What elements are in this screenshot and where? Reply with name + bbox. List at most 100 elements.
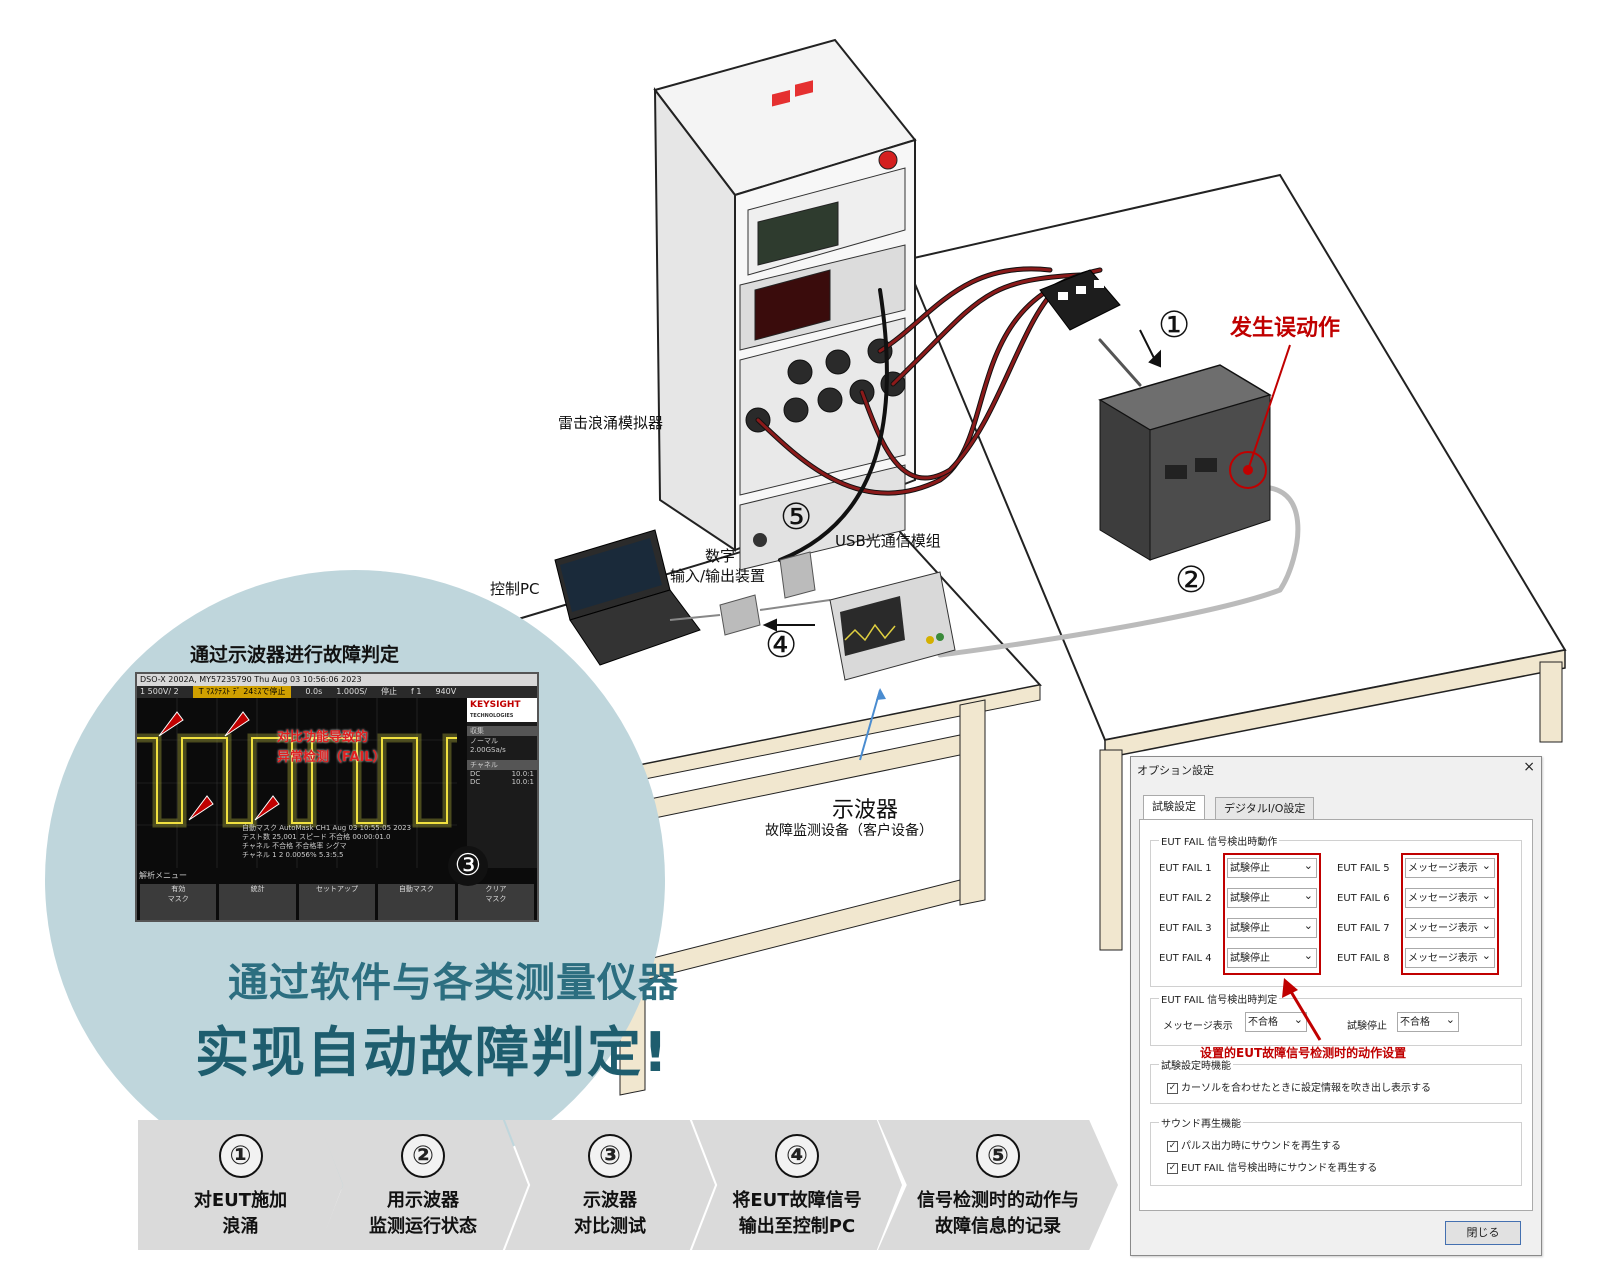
- fail-action-select[interactable]: 試験停止: [1227, 916, 1317, 938]
- scope-topbar-item: 停止: [380, 687, 397, 696]
- step-number: ②: [401, 1134, 445, 1178]
- step-line: 对EUT施加: [193, 1190, 288, 1211]
- fail-action-select[interactable]: 試験停止: [1227, 946, 1317, 968]
- scope-overlay-red-2: 异常检测（FAIL）: [277, 750, 386, 765]
- tab-test-settings[interactable]: 試験設定: [1143, 795, 1205, 821]
- scope-stats: 自動マスク AutoMask CH1 Aug 03 10:55:05 2023 …: [242, 824, 411, 860]
- scope-topbar: 1 500V/ 2 T ﾏｽｸﾃｽﾄ ﾃﾞ 24ﾐｽで停止 0.0s 1.000…: [137, 686, 537, 698]
- step-line: 信号检测时的动作与: [917, 1190, 1079, 1211]
- fail-label: EUT FAIL 3: [1159, 923, 1212, 934]
- fail-action-select[interactable]: メッセージ表示: [1405, 946, 1495, 968]
- fail-action-select[interactable]: メッセージ表示: [1405, 856, 1495, 878]
- close-icon[interactable]: ×: [1523, 759, 1535, 775]
- checkbox-label: パルス出力時にサウンドを再生する: [1181, 1141, 1341, 1152]
- scope-stats-line: 自動マスク AutoMask CH1 Aug 03 10:55:05 2023: [242, 824, 412, 832]
- step-1: ① 对EUT施加浪涌: [138, 1120, 343, 1250]
- step-line: 输出至控制PC: [738, 1216, 856, 1237]
- scope-overlay-red-1: 对比功能导致的: [277, 730, 369, 745]
- group-title: 試験設定時機能: [1159, 1057, 1233, 1072]
- scope-topbar-item: 1 500V/ 2: [140, 687, 179, 696]
- step-line: 示波器: [583, 1190, 637, 1211]
- judge-stop-select[interactable]: 不合格: [1397, 1010, 1459, 1032]
- side-ratio: 10.0:1: [511, 778, 534, 786]
- fail-label: EUT FAIL 4: [1159, 953, 1212, 964]
- softkey[interactable]: 有効 マスク: [140, 884, 217, 920]
- fail-label: EUT FAIL 8: [1337, 953, 1390, 964]
- dio-label-line2: 输入/输出装置: [670, 567, 766, 585]
- side-rate: 2.00GSa/s: [470, 746, 506, 754]
- highlight-box-left: [1223, 853, 1321, 975]
- group-title: EUT FAIL 信号検出時判定: [1159, 991, 1280, 1006]
- close-button[interactable]: 閉じる: [1445, 1221, 1521, 1245]
- side-channel: チャネル: [467, 760, 537, 770]
- step-line: 监测运行状态: [369, 1216, 477, 1237]
- highlight-box-right: [1401, 853, 1499, 975]
- keysight-logo: KEYSIGHT TECHNOLOGIES: [467, 698, 537, 722]
- scope-stats-line: チャネル 1 2 0.0056% 5.3:5.5: [242, 851, 344, 859]
- scope-waveform: [137, 698, 457, 868]
- scope-topbar-item: 1.000S/: [336, 687, 367, 696]
- step-5: ⑤ 信号检测时的动作与故障信息的记录: [878, 1120, 1118, 1250]
- step-line: 故障信息的记录: [935, 1216, 1061, 1237]
- pulse-sound-checkbox[interactable]: ✓パルス出力時にサウンドを再生する: [1167, 1137, 1341, 1152]
- fail-label: EUT FAIL 6: [1337, 893, 1390, 904]
- softkey[interactable]: 自動マスク: [378, 884, 455, 920]
- usb-module-label: USB光通信模组: [835, 532, 941, 550]
- eut-device: [1098, 344, 1291, 561]
- side-dc: DC: [470, 770, 481, 778]
- scope-screen: DSO-X 2002A, MY57235790 Thu Aug 03 10:56…: [135, 672, 539, 922]
- judge-msg-select[interactable]: 不合格: [1245, 1010, 1307, 1032]
- scope-topbar-item: T ﾏｽｸﾃｽﾄ ﾃﾞ 24ﾐｽで停止: [192, 686, 292, 698]
- scope-menu-title: 解析メニュー: [139, 871, 187, 880]
- scope-stats-line: チャネル 不合格 不合格率 シグマ: [242, 842, 347, 850]
- step-text: 对EUT施加浪涌: [138, 1188, 343, 1240]
- step-line: 浪涌: [222, 1216, 259, 1237]
- fail-action-select[interactable]: メッセージ表示: [1405, 916, 1495, 938]
- oscilloscope-device: [829, 571, 956, 761]
- keysight-brand: KEYSIGHT: [470, 700, 521, 710]
- keysight-brand-sub: TECHNOLOGIES: [470, 713, 514, 719]
- step-number: ④: [775, 1134, 819, 1178]
- checkbox-check-icon: ✓: [1167, 1140, 1178, 1152]
- fail-label: EUT FAIL 2: [1159, 893, 1212, 904]
- checkbox-label: カーソルを合わせたときに設定情報を吹き出し表示する: [1181, 1083, 1431, 1094]
- surge-simulator-label: 雷击浪涌模拟器: [558, 414, 664, 432]
- step-3: ③ 示波器对比测试: [505, 1120, 715, 1250]
- step-number: ③: [588, 1134, 632, 1178]
- step-line: 对比测试: [574, 1216, 646, 1237]
- step-text: 示波器对比测试: [505, 1188, 715, 1240]
- scope-topbar-item: 0.0s: [305, 687, 323, 696]
- fail-action-select[interactable]: 試験停止: [1227, 886, 1317, 908]
- dialog-annotation: 设置的EUT故障信号检测时的动作设置: [1200, 1046, 1407, 1060]
- group-title: サウンド再生機能: [1159, 1115, 1243, 1130]
- tooltip-checkbox[interactable]: ✓カーソルを合わせたときに設定情報を吹き出し表示する: [1167, 1079, 1431, 1094]
- fail-sound-checkbox[interactable]: ✓EUT FAIL 信号検出時にサウンドを再生する: [1167, 1159, 1377, 1174]
- scope-stats-line: テスト数 25,001 スピード 不合格 00:00:01.0: [242, 833, 391, 841]
- fail-action-select[interactable]: メッセージ表示: [1405, 886, 1495, 908]
- checkbox-label: EUT FAIL 信号検出時にサウンドを再生する: [1181, 1163, 1378, 1174]
- softkey[interactable]: 統計: [219, 884, 296, 920]
- coupling-box: [1039, 269, 1121, 331]
- fail-judge-group: EUT FAIL 信号検出時判定 メッセージ表示 不合格 試験停止 不合格: [1150, 991, 1522, 1046]
- dio-label-line1: 数字: [705, 547, 736, 565]
- scope-topbar-item: f 1: [410, 687, 422, 696]
- options-dialog: オプション設定 × 試験設定 デジタルI/O設定 EUT FAIL 信号検出時動…: [1130, 756, 1542, 1256]
- surge-cables: [755, 266, 1301, 658]
- step-line: 用示波器: [387, 1190, 459, 1211]
- control-laptop: [554, 529, 701, 666]
- checkbox-check-icon: ✓: [1167, 1082, 1178, 1094]
- step-number: ⑤: [976, 1134, 1020, 1178]
- softkey[interactable]: セットアップ: [298, 884, 376, 920]
- softkey[interactable]: クリア マスク: [457, 884, 535, 920]
- test-setting-group: 試験設定時機能 ✓カーソルを合わせたときに設定情報を吹き出し表示する: [1150, 1057, 1522, 1104]
- step-number: ①: [218, 1134, 263, 1178]
- step-text: 信号检测时的动作与故障信息的记录: [878, 1188, 1118, 1240]
- tab-digital-io[interactable]: デジタルI/O設定: [1215, 797, 1315, 820]
- fail-action-select[interactable]: 試験停止: [1227, 856, 1317, 878]
- step-4: ④ 将EUT故障信号输出至控制PC: [692, 1120, 902, 1250]
- callout-title: 通过示波器进行故障判定: [190, 644, 400, 666]
- checkbox-check-icon: ✓: [1167, 1162, 1178, 1174]
- scope-side-panel: KEYSIGHT TECHNOLOGIES 収集 ノーマル 2.00GSa/s …: [467, 698, 537, 868]
